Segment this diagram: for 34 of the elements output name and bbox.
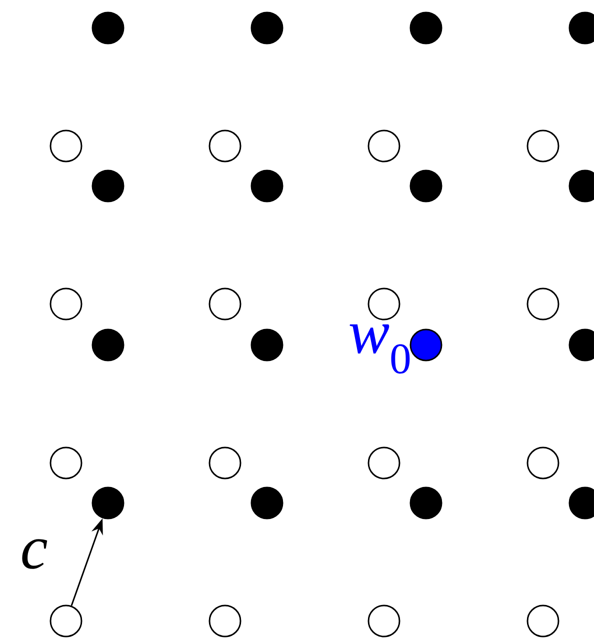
filled-dot — [92, 12, 124, 44]
point-label: w$_{0}$ — [350, 324, 410, 374]
open-circle — [526, 288, 560, 320]
filled-dot — [410, 486, 442, 520]
filled-dot — [568, 12, 594, 44]
filled-dot — [410, 12, 442, 44]
open-circle — [208, 604, 242, 638]
open-circle — [368, 130, 400, 162]
filled-dot — [410, 170, 442, 202]
filled-dot — [92, 170, 124, 202]
open-circle — [368, 288, 400, 320]
filled-dot — [568, 328, 594, 362]
filled-dot — [250, 12, 284, 44]
filled-dot — [250, 328, 284, 362]
filled-dot — [568, 486, 594, 520]
edge-label: c — [22, 539, 48, 569]
open-circle — [368, 604, 400, 638]
open-circle — [208, 446, 242, 480]
open-circle — [526, 130, 560, 162]
open-circle — [368, 446, 400, 480]
open-circle — [50, 130, 82, 162]
open-circle — [526, 604, 560, 638]
filled-dot — [568, 170, 594, 202]
filled-dot — [92, 328, 124, 362]
filled-dot — [92, 486, 124, 520]
filled-dot — [250, 170, 284, 202]
open-circle — [208, 130, 242, 162]
open-circle — [50, 604, 82, 638]
filled-dot — [410, 328, 442, 362]
filled-dot — [250, 486, 284, 520]
open-circle — [526, 446, 560, 480]
open-circle — [208, 288, 242, 320]
open-circle — [50, 446, 82, 480]
open-circle — [50, 288, 82, 320]
